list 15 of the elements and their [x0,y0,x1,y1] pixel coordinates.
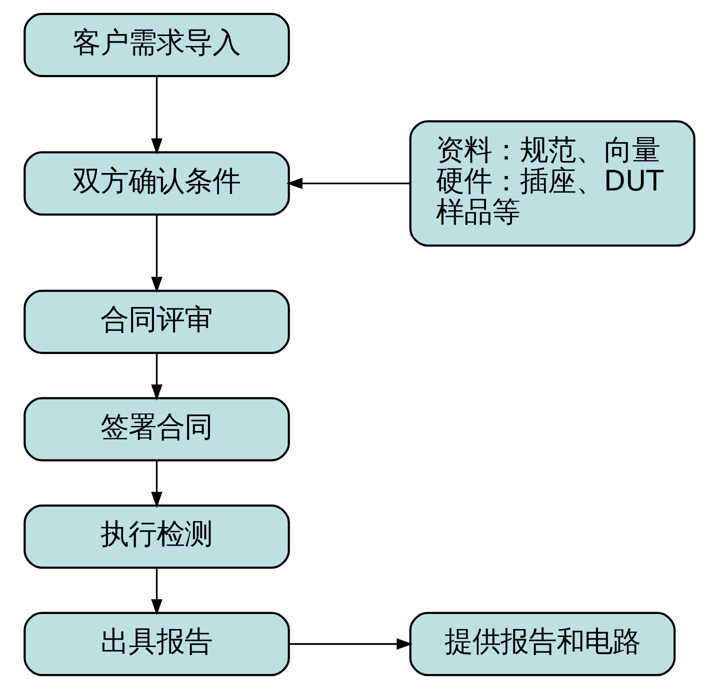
node-box: 签署合同 [24,397,290,462]
arrow [151,214,162,294]
arrow [286,178,410,190]
node-box: 双方确认条件 [24,151,290,216]
arrow [151,76,162,155]
node-box: 资料：规范、向量硬件：插座、DUT样品等 [409,120,696,247]
node-box: 出具报告 [24,612,290,676]
arrow [151,353,162,401]
node-box: 客户需求导入 [24,12,290,78]
node-box: 执行检测 [24,504,290,569]
node-box: 提供报告和电路 [409,612,676,676]
arrow [288,638,413,650]
arrow [151,460,162,508]
node-box: 合同评审 [24,290,290,354]
arrow [151,568,162,616]
